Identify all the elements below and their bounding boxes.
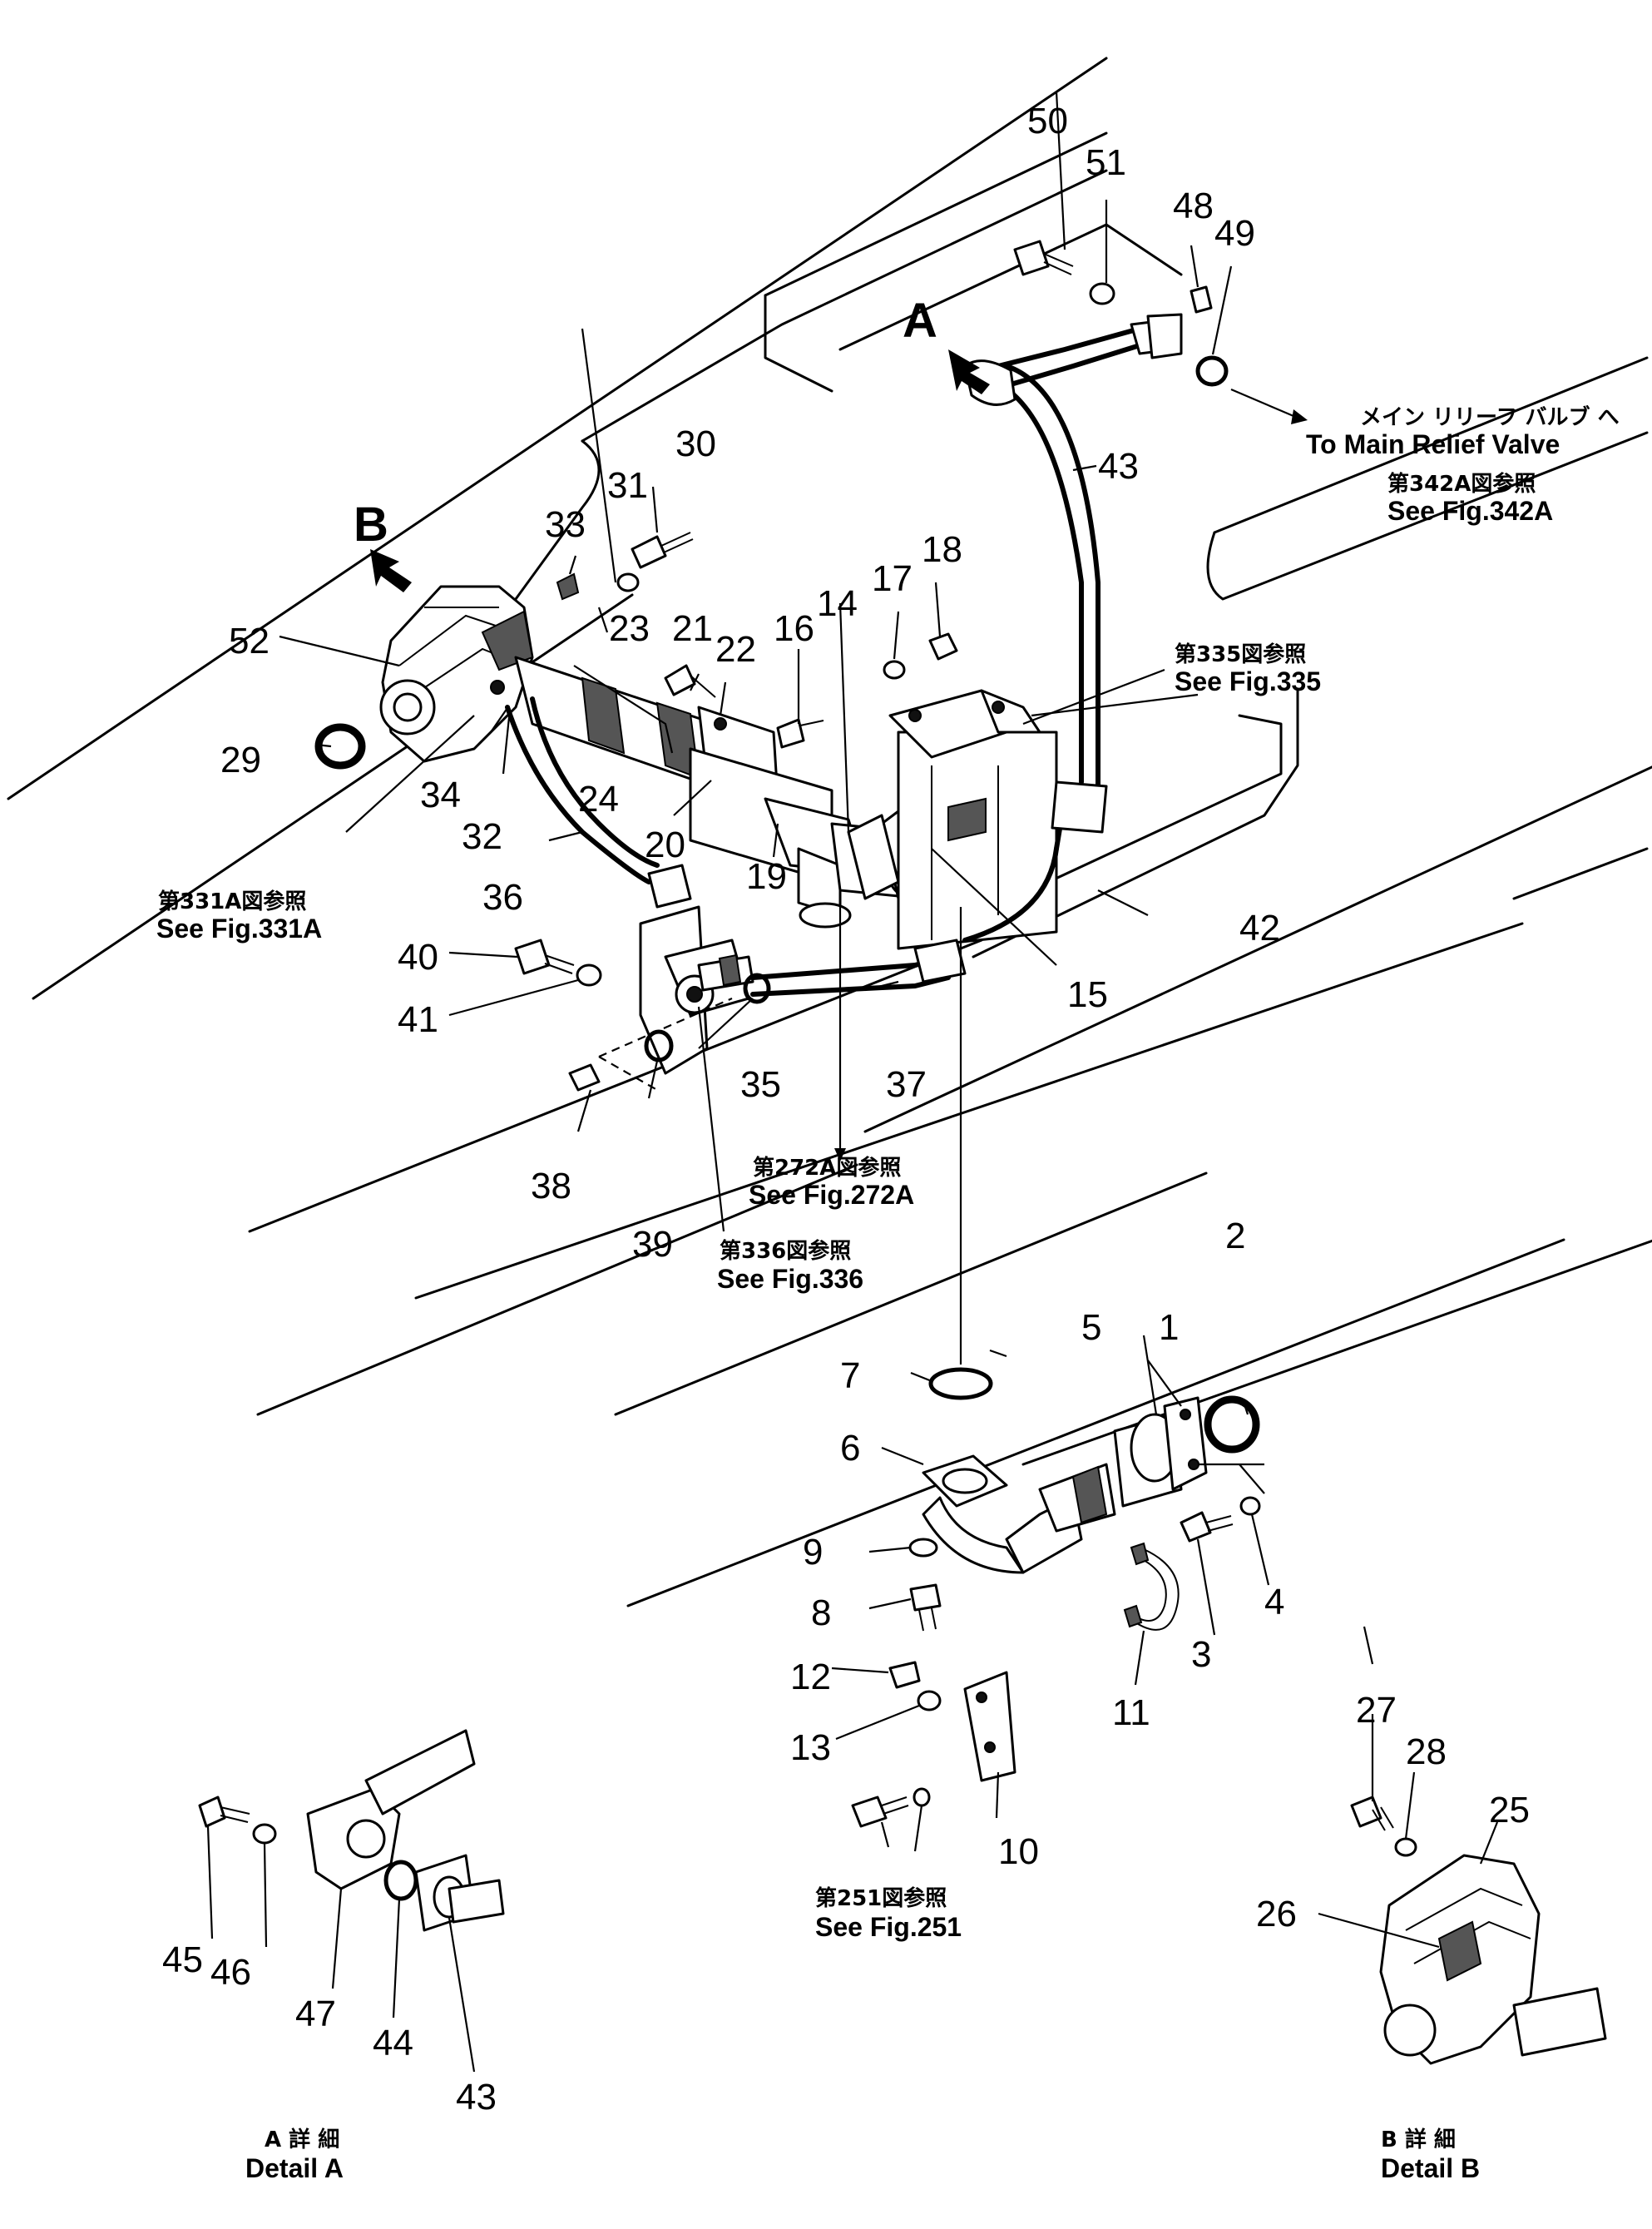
- bracket-fittings: [639, 864, 754, 1075]
- callout-24: 24: [578, 779, 619, 820]
- o-ring-49: [1195, 355, 1229, 387]
- callout-16: 16: [774, 608, 814, 649]
- detail-a-caption-jp: A 詳 細: [265, 2127, 339, 2152]
- callout-7: 7: [840, 1355, 860, 1396]
- callout-40: 40: [398, 937, 438, 978]
- o-ring-7: [928, 1367, 993, 1400]
- leader-lines: [206, 91, 1499, 2073]
- callout-45: 45: [162, 1939, 203, 1980]
- callout-39: 39: [632, 1224, 673, 1265]
- callout-8: 8: [811, 1592, 831, 1633]
- callout-9: 9: [803, 1532, 823, 1573]
- filter-housing: [689, 689, 1058, 950]
- callout-12: 12: [790, 1657, 831, 1697]
- ref-fig251-en: See Fig.251: [815, 1912, 962, 1942]
- ref-fig272a-jp: 第272A図参照: [753, 1155, 901, 1181]
- hoses: [505, 313, 1183, 997]
- ref-fig336-en: See Fig.336: [717, 1264, 863, 1294]
- callout-2: 2: [1225, 1216, 1245, 1256]
- o-ring-2: [1204, 1395, 1260, 1454]
- detail-b-caption-en: Detail B: [1381, 2153, 1480, 2183]
- detail-b-caption-jp: B 詳 細: [1381, 2127, 1456, 2152]
- callout-3: 3: [1191, 1634, 1211, 1675]
- frame-outline: [7, 57, 1652, 1607]
- pipe-assembly: [851, 1396, 1261, 1828]
- callout-38: 38: [531, 1166, 571, 1206]
- ref-fig342a-en: See Fig.342A: [1387, 496, 1553, 526]
- ref-fig335-jp: 第335図参照: [1175, 641, 1306, 667]
- callout-36: 36: [482, 877, 523, 918]
- view-arrow-a: [948, 349, 990, 394]
- ref-main-relief-en: To Main Relief Valve: [1306, 429, 1560, 459]
- callout-52: 52: [229, 621, 270, 661]
- callout-37: 37: [886, 1064, 927, 1105]
- callout-11: 11: [1112, 1692, 1150, 1733]
- callout-30: 30: [675, 424, 716, 464]
- callout-5: 5: [1081, 1307, 1101, 1348]
- callout-28: 28: [1406, 1731, 1447, 1772]
- callout-35: 35: [740, 1064, 781, 1105]
- ref-fig342a-jp: 第342A図参照: [1387, 471, 1536, 497]
- callout-29: 29: [220, 740, 261, 780]
- pump-assembly: [379, 585, 534, 763]
- callout-17: 17: [872, 558, 913, 599]
- callout-4: 4: [1264, 1582, 1284, 1622]
- ref-fig335-en: See Fig.335: [1175, 666, 1321, 696]
- hardware: [514, 240, 1213, 1092]
- ref-fig272a-en: See Fig.272A: [749, 1180, 914, 1210]
- callout-21: 21: [672, 608, 713, 649]
- o-ring-29: [314, 723, 366, 770]
- callout-44: 44: [373, 2023, 413, 2063]
- callout-49: 49: [1214, 213, 1255, 254]
- callout-50: 50: [1027, 101, 1068, 141]
- callout-20: 20: [645, 825, 685, 865]
- callout-10: 10: [998, 1831, 1039, 1872]
- callout-23: 23: [609, 608, 650, 649]
- o-ring-35: [743, 973, 771, 1004]
- callout-31: 31: [607, 465, 648, 506]
- ref-fig336-jp: 第336図参照: [720, 1238, 851, 1264]
- callout-43-detail: 43: [456, 2077, 497, 2118]
- callout-19: 19: [746, 856, 787, 897]
- detail-b-drawing: [1350, 1796, 1607, 2065]
- callouts: 1 2 3 4 5 6 7 8 9 10 11 12 13 14 15 16 1…: [162, 101, 1530, 2118]
- o-ring-39: [644, 1029, 674, 1062]
- detail-a-drawing: [198, 1729, 505, 1932]
- callout-13: 13: [790, 1727, 831, 1768]
- callout-15: 15: [1067, 974, 1108, 1015]
- ref-fig251-jp: 第251図参照: [815, 1885, 947, 1911]
- ref-main-relief-jp: メイン リリーフ バルブ へ: [1360, 404, 1620, 430]
- callout-43: 43: [1098, 446, 1139, 487]
- view-label-b: B: [354, 498, 388, 552]
- callout-1: 1: [1159, 1307, 1179, 1348]
- callout-47: 47: [295, 1994, 336, 2034]
- view-arrow-b: [370, 549, 412, 592]
- callout-46: 46: [210, 1952, 251, 1993]
- view-label-a: A: [903, 294, 937, 348]
- detail-captions: A 詳 細 Detail A B 詳 細 Detail B: [245, 2127, 1480, 2183]
- callout-27: 27: [1356, 1690, 1397, 1731]
- callout-41: 41: [398, 999, 438, 1040]
- view-arrows: [370, 349, 990, 592]
- callout-6: 6: [840, 1428, 860, 1469]
- callout-42: 42: [1239, 908, 1280, 949]
- ref-fig331a-en: See Fig.331A: [156, 914, 322, 944]
- callout-22: 22: [715, 629, 756, 670]
- figure-references: メイン リリーフ バルブ へ To Main Relief Valve 第342…: [156, 404, 1620, 1942]
- callout-14: 14: [817, 583, 858, 624]
- callout-18: 18: [922, 529, 962, 570]
- callout-51: 51: [1086, 142, 1126, 183]
- o-rings: [314, 355, 1260, 1454]
- callout-32: 32: [462, 816, 502, 857]
- callout-33: 33: [545, 504, 586, 545]
- callout-25: 25: [1489, 1790, 1530, 1830]
- ref-fig331a-jp: 第331A図参照: [158, 889, 306, 914]
- callout-48: 48: [1173, 186, 1214, 226]
- callout-26: 26: [1256, 1894, 1297, 1934]
- callout-34: 34: [420, 775, 461, 815]
- detail-a-caption-en: Detail A: [245, 2153, 344, 2183]
